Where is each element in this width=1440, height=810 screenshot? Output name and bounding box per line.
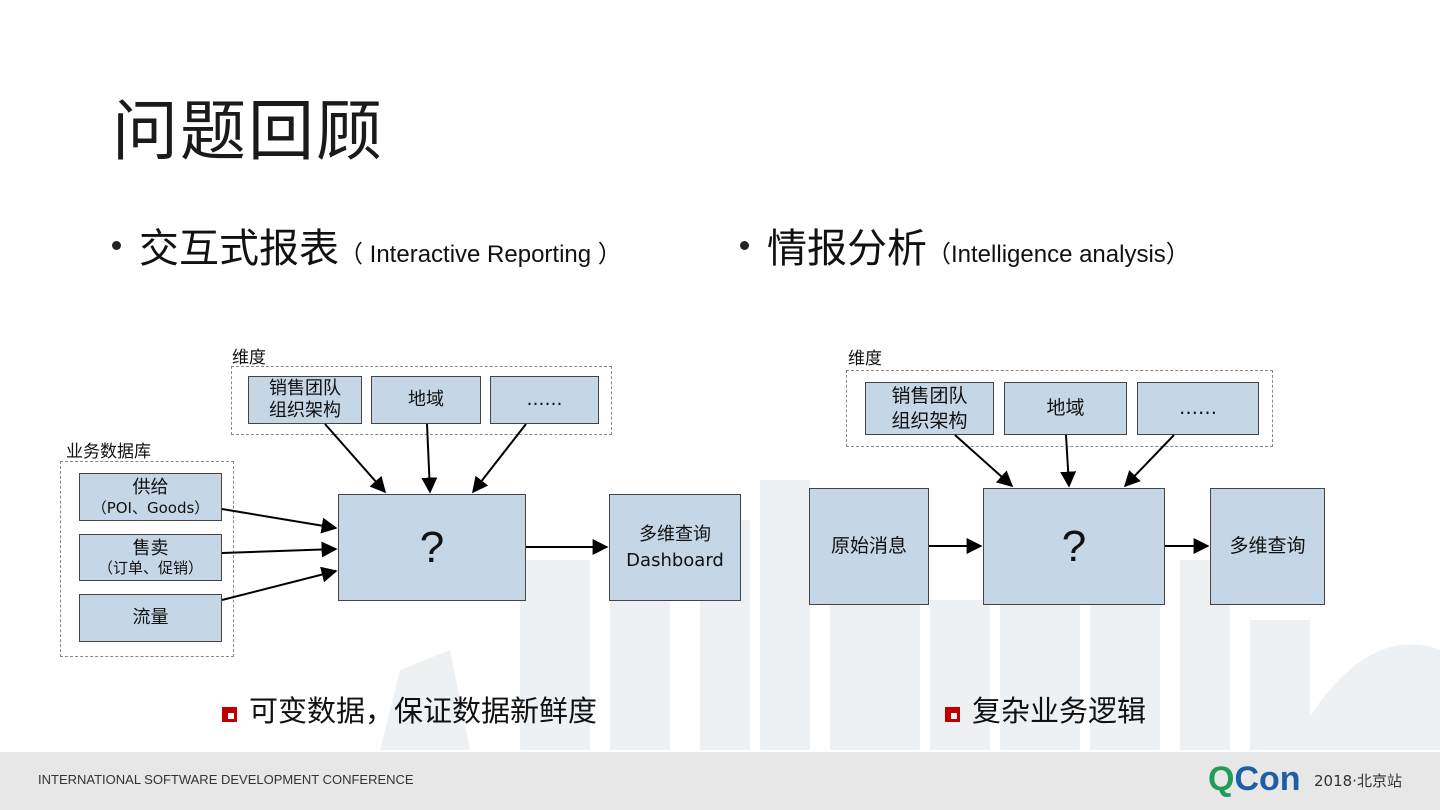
arrow: [221, 566, 338, 601]
process-box-unknown: ?: [983, 488, 1165, 605]
question-mark: ?: [419, 522, 445, 572]
arrow: [1060, 434, 1077, 488]
footer-conference-text: INTERNATIONAL SOFTWARE DEVELOPMENT CONFE…: [38, 772, 414, 787]
arrow: [1123, 434, 1175, 488]
db-label: 业务数据库: [66, 442, 151, 462]
dimension-label: 维度: [848, 349, 882, 369]
output-text: 多维查询: [1229, 534, 1306, 557]
note-text: 可变数据，保证数据新鲜度: [249, 694, 598, 728]
note-complex-logic: 复杂业务逻辑: [945, 688, 1146, 730]
output-title: 多维查询: [639, 524, 711, 546]
qcon-logo: QCon: [1208, 760, 1301, 799]
dimension-box-region: 地域: [1004, 382, 1127, 435]
footer-edition: 2018·北京站: [1314, 772, 1402, 790]
source-box-supply: 供给 （POI、Goods）: [79, 473, 222, 521]
source-title: 流量: [132, 606, 169, 628]
bullet-en: （ Interactive Reporting ）: [339, 241, 622, 268]
dimension-box-sales-team: 销售团队 组织架构: [248, 376, 362, 424]
dimension-text: 销售团队 组织架构: [269, 377, 341, 422]
arrow: [221, 541, 338, 558]
checkbox-bullet-icon: [222, 707, 237, 722]
output-box-multidim-query: 多维查询: [1210, 488, 1325, 605]
dimension-box-more: ……: [490, 376, 599, 424]
slide-title: 问题回顾: [112, 93, 384, 170]
footer-bar: [0, 752, 1440, 810]
bullet-zh: 交互式报表: [139, 226, 339, 272]
source-subtitle: （订单、促销）: [97, 559, 203, 578]
source-subtitle: （POI、Goods）: [91, 498, 210, 517]
bullet-dot: [112, 240, 121, 250]
logo-con: Con: [1234, 760, 1301, 798]
note-text: 复杂业务逻辑: [972, 694, 1147, 728]
output-subtitle: Dashboard: [626, 549, 724, 571]
logo-q: Q: [1208, 760, 1235, 798]
question-mark: ?: [1061, 521, 1087, 571]
source-box-sales: 售卖 （订单、促销）: [79, 534, 222, 581]
arrow: [221, 508, 338, 534]
dimension-group: [846, 370, 1273, 447]
dimension-box-region: 地域: [371, 376, 481, 424]
db-group: [60, 461, 234, 657]
arrow: [324, 423, 387, 494]
source-box-traffic: 流量: [79, 594, 222, 642]
bullet-interactive-reporting: 交互式报表（ Interactive Reporting ）: [112, 216, 622, 274]
dimension-box-sales-team: 销售团队 组织架构: [865, 382, 994, 435]
checkbox-bullet-icon: [945, 707, 960, 722]
bullet-dot: [740, 240, 749, 250]
dimension-text: ……: [1179, 396, 1217, 419]
note-mutable-data: 可变数据，保证数据新鲜度: [222, 688, 597, 730]
bullet-intelligence-analysis: 情报分析（Intelligence analysis）: [740, 216, 1190, 274]
dimension-text: ……: [526, 388, 563, 410]
dimension-box-more: ……: [1137, 382, 1259, 435]
bullet-zh: 情报分析: [767, 226, 927, 272]
source-title: 供给: [132, 477, 169, 499]
dimension-label: 维度: [232, 348, 266, 368]
bullet-en: （Intelligence analysis）: [927, 241, 1190, 268]
dimension-text: 地域: [1046, 396, 1085, 419]
arrow: [472, 423, 527, 494]
input-box-raw-messages: 原始消息: [809, 488, 929, 605]
input-text: 原始消息: [830, 534, 907, 557]
dimension-group: [231, 366, 612, 435]
dimension-text: 地域: [408, 388, 444, 410]
dimension-text: 销售团队 组织架构: [891, 384, 968, 432]
process-box-unknown: ?: [338, 494, 526, 601]
source-title: 售卖: [132, 537, 169, 559]
arrow: [421, 423, 438, 494]
output-box-dashboard: 多维查询 Dashboard: [609, 494, 741, 601]
arrow: [954, 434, 1014, 488]
